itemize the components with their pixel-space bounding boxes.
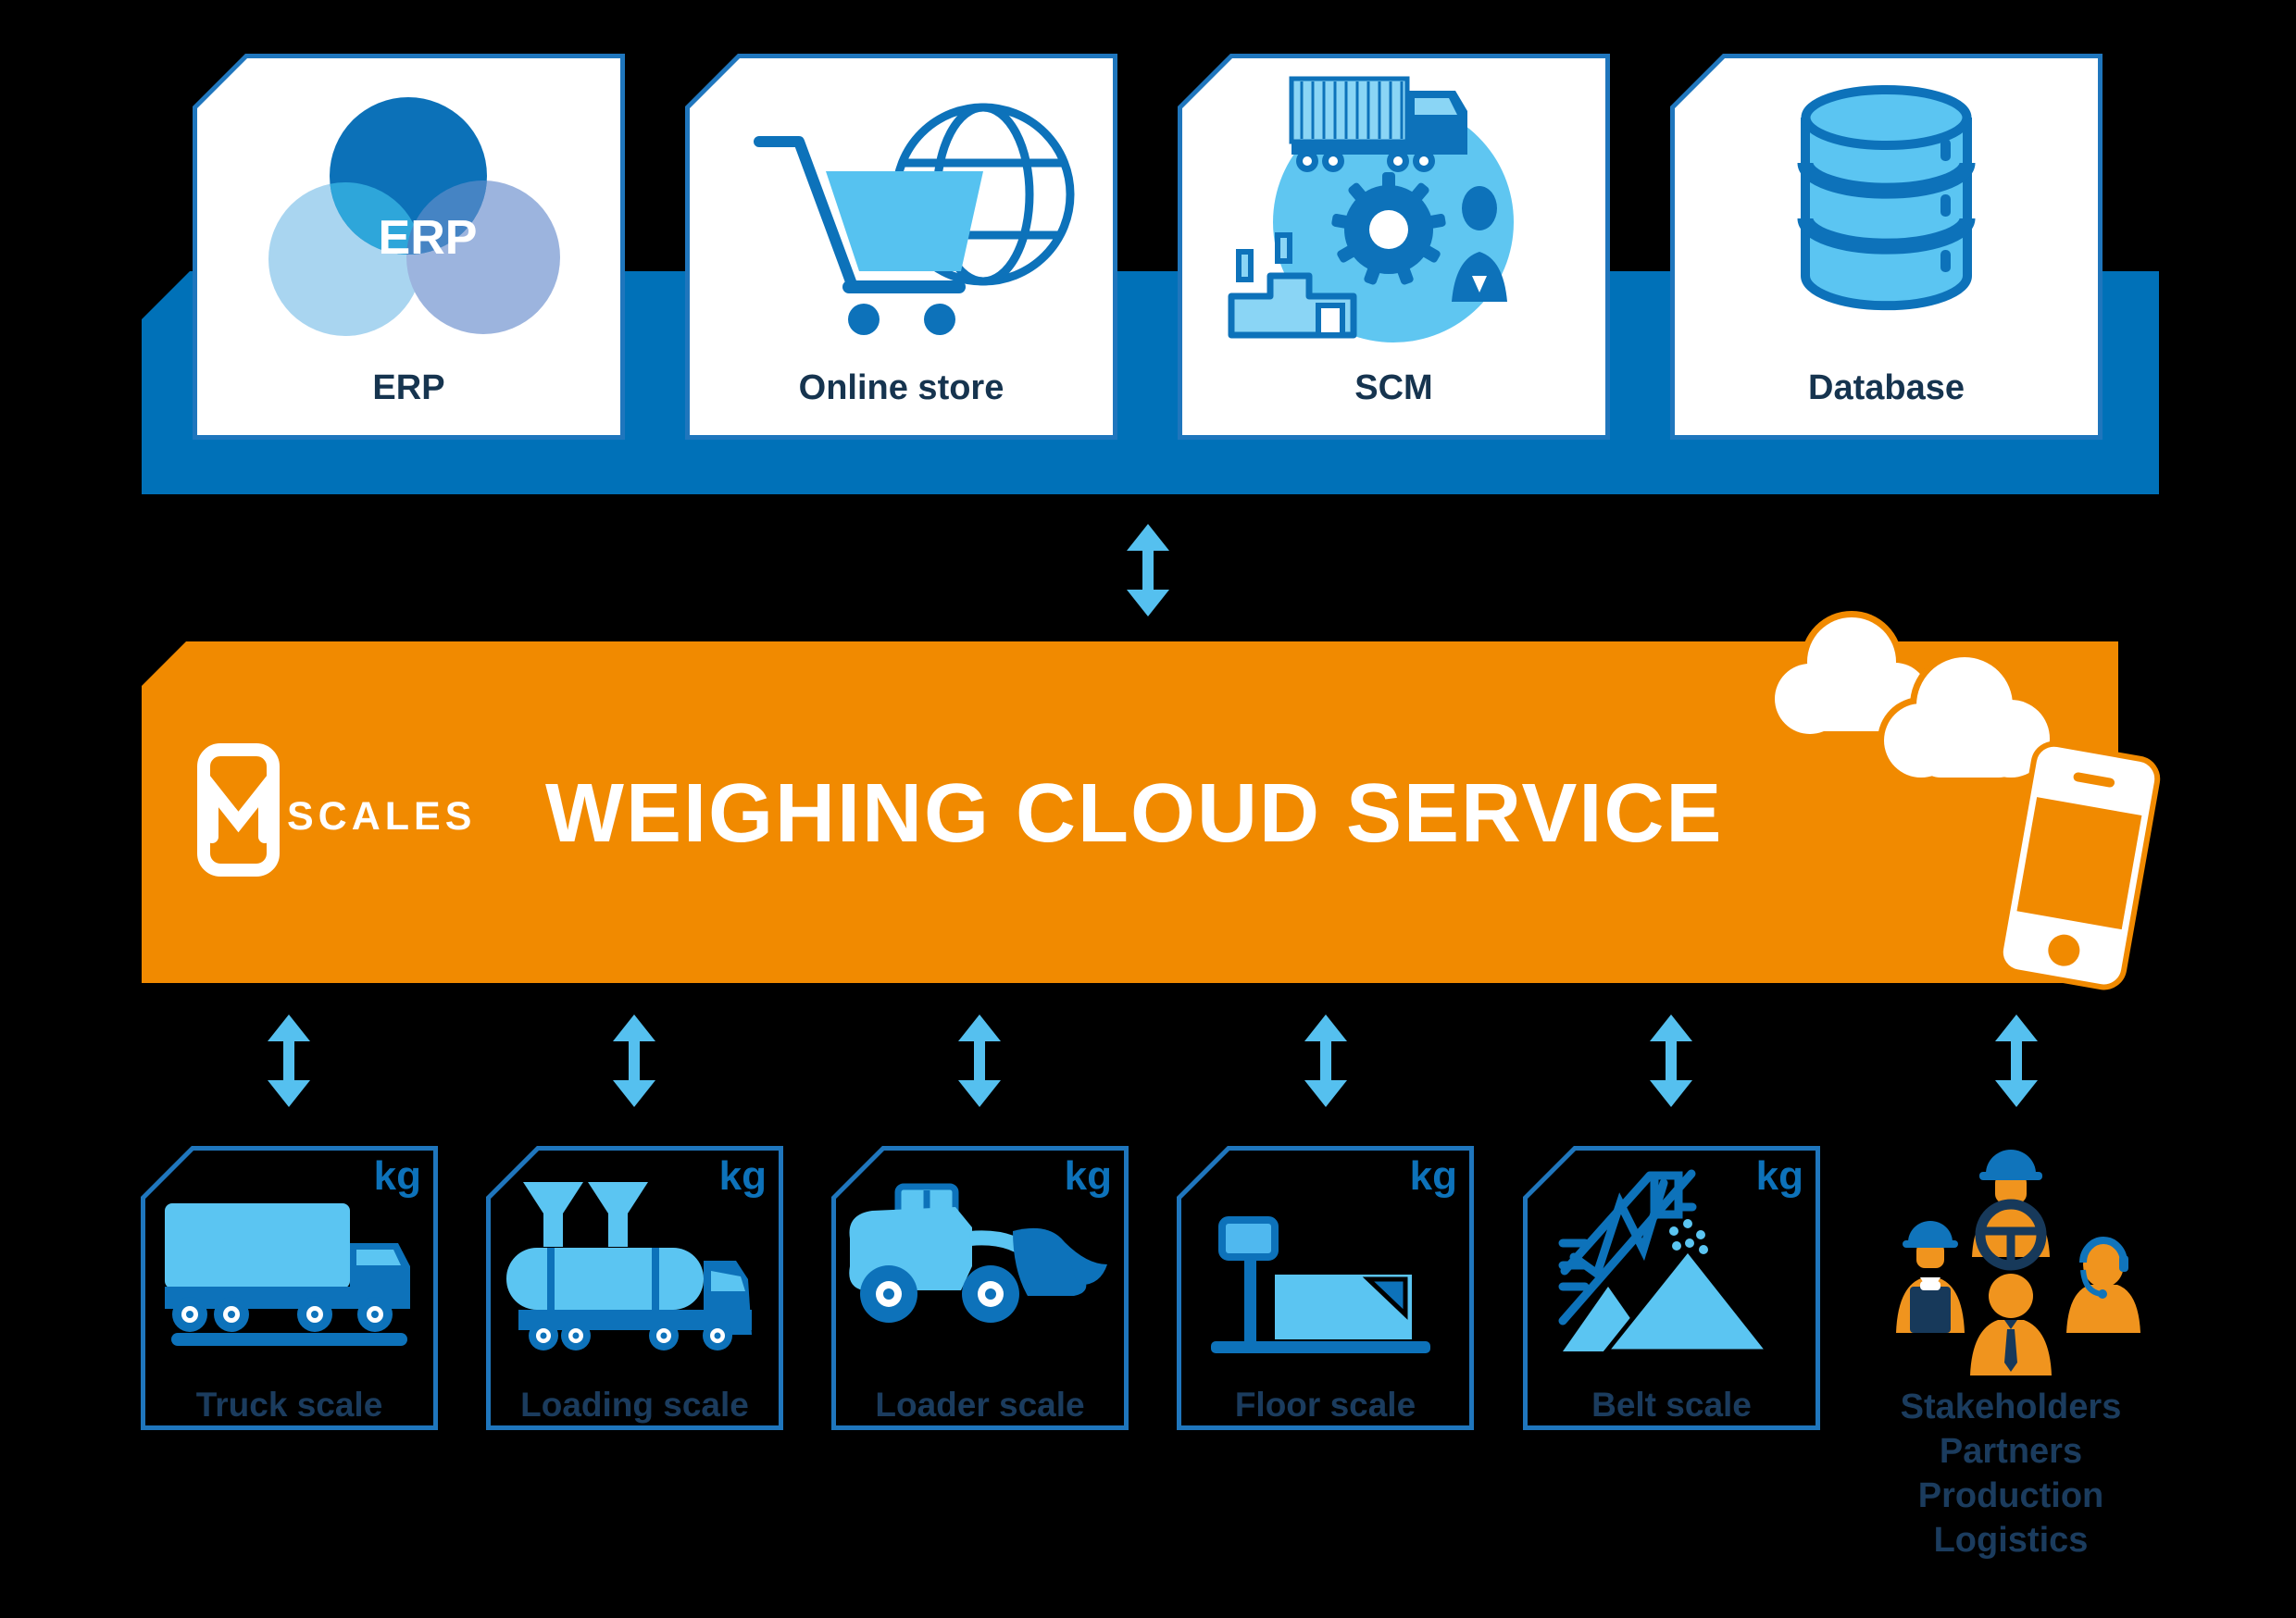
card-shape — [831, 1146, 1129, 1430]
stakeholders-line: Production — [1917, 1476, 2104, 1515]
conveyor-piles-icon — [1558, 1169, 1774, 1354]
card-database: Database — [1670, 54, 2103, 440]
kg-badge: kg — [373, 1153, 421, 1199]
kg-badge: kg — [1755, 1153, 1803, 1199]
double-arrow-icon — [1995, 1014, 2038, 1107]
card-shape — [1177, 1146, 1474, 1430]
double-arrow-icon — [1304, 1014, 1347, 1107]
erp-icon-text: ERP — [379, 211, 478, 265]
database-cylinder-icon — [1797, 85, 1976, 311]
card-label-truck-scale: Truck scale — [195, 1386, 383, 1424]
double-arrow-icon — [1650, 1014, 1692, 1107]
wheel-loader-icon — [849, 1183, 1107, 1323]
double-arrow-icon — [958, 1014, 1001, 1107]
kg-badge: kg — [718, 1153, 767, 1199]
card-shape — [141, 1146, 438, 1430]
card-label-floor-scale: Floor scale — [1234, 1386, 1416, 1424]
stakeholders-text: Stakeholders Partners Production Logisti… — [1861, 1385, 2161, 1562]
card-label-scm: SCM — [1354, 368, 1433, 407]
card-belt-scale: kg Belt scale — [1523, 1146, 1820, 1430]
card-shape — [1523, 1146, 1820, 1430]
stakeholders-line: Partners — [1939, 1432, 2083, 1471]
card-label-loading-scale: Loading scale — [520, 1386, 749, 1424]
card-scm: SCM — [1178, 54, 1610, 440]
kg-badge: kg — [1064, 1153, 1112, 1199]
card-label-database: Database — [1808, 368, 1965, 407]
person-icon — [1452, 186, 1507, 302]
double-arrow-icon — [1127, 524, 1169, 616]
card-erp: ERP ERP — [193, 54, 625, 440]
people-group-icon — [1896, 1150, 2140, 1375]
kg-badge: kg — [1409, 1153, 1457, 1199]
smartphone-icon — [1997, 741, 2161, 990]
truck-icon — [165, 1203, 410, 1346]
manager-figure — [1970, 1274, 2052, 1375]
tanker-truck-icon — [506, 1182, 752, 1350]
card-label-erp: ERP — [372, 368, 445, 407]
floor-scale-icon — [1211, 1216, 1430, 1353]
banner-title: WEIGHING CLOUD SERVICE — [545, 767, 1724, 860]
card-truck-scale: kg Truck scale — [141, 1146, 438, 1430]
shopping-cart-globe-icon — [754, 103, 1075, 335]
double-arrow-icon — [613, 1014, 655, 1107]
support-figure — [2066, 1237, 2140, 1333]
driver-figure — [1972, 1150, 2050, 1271]
card-label-belt-scale: Belt scale — [1591, 1386, 1752, 1424]
worker-figure — [1896, 1221, 1965, 1333]
erp-venn-icon: ERP — [268, 97, 560, 336]
card-label-loader-scale: Loader scale — [875, 1386, 1085, 1424]
supply-chain-icon — [1228, 76, 1514, 342]
card-online-store: Online store — [685, 54, 1117, 440]
gear-icon — [1331, 172, 1446, 285]
card-loader-scale: kg Loader scale — [831, 1146, 1129, 1430]
card-label-online-store: Online store — [798, 368, 1004, 407]
brand-name: SCALES — [287, 794, 477, 839]
card-floor-scale: kg Floor scale — [1177, 1146, 1474, 1430]
stakeholders-line: Logistics — [1933, 1521, 2089, 1560]
stakeholders-line: Stakeholders — [1900, 1388, 2122, 1426]
double-arrow-icon — [268, 1014, 310, 1107]
card-shape — [486, 1146, 783, 1430]
card-loading-scale: kg Loading scale — [486, 1146, 783, 1430]
mscales-logo-icon — [197, 743, 280, 877]
